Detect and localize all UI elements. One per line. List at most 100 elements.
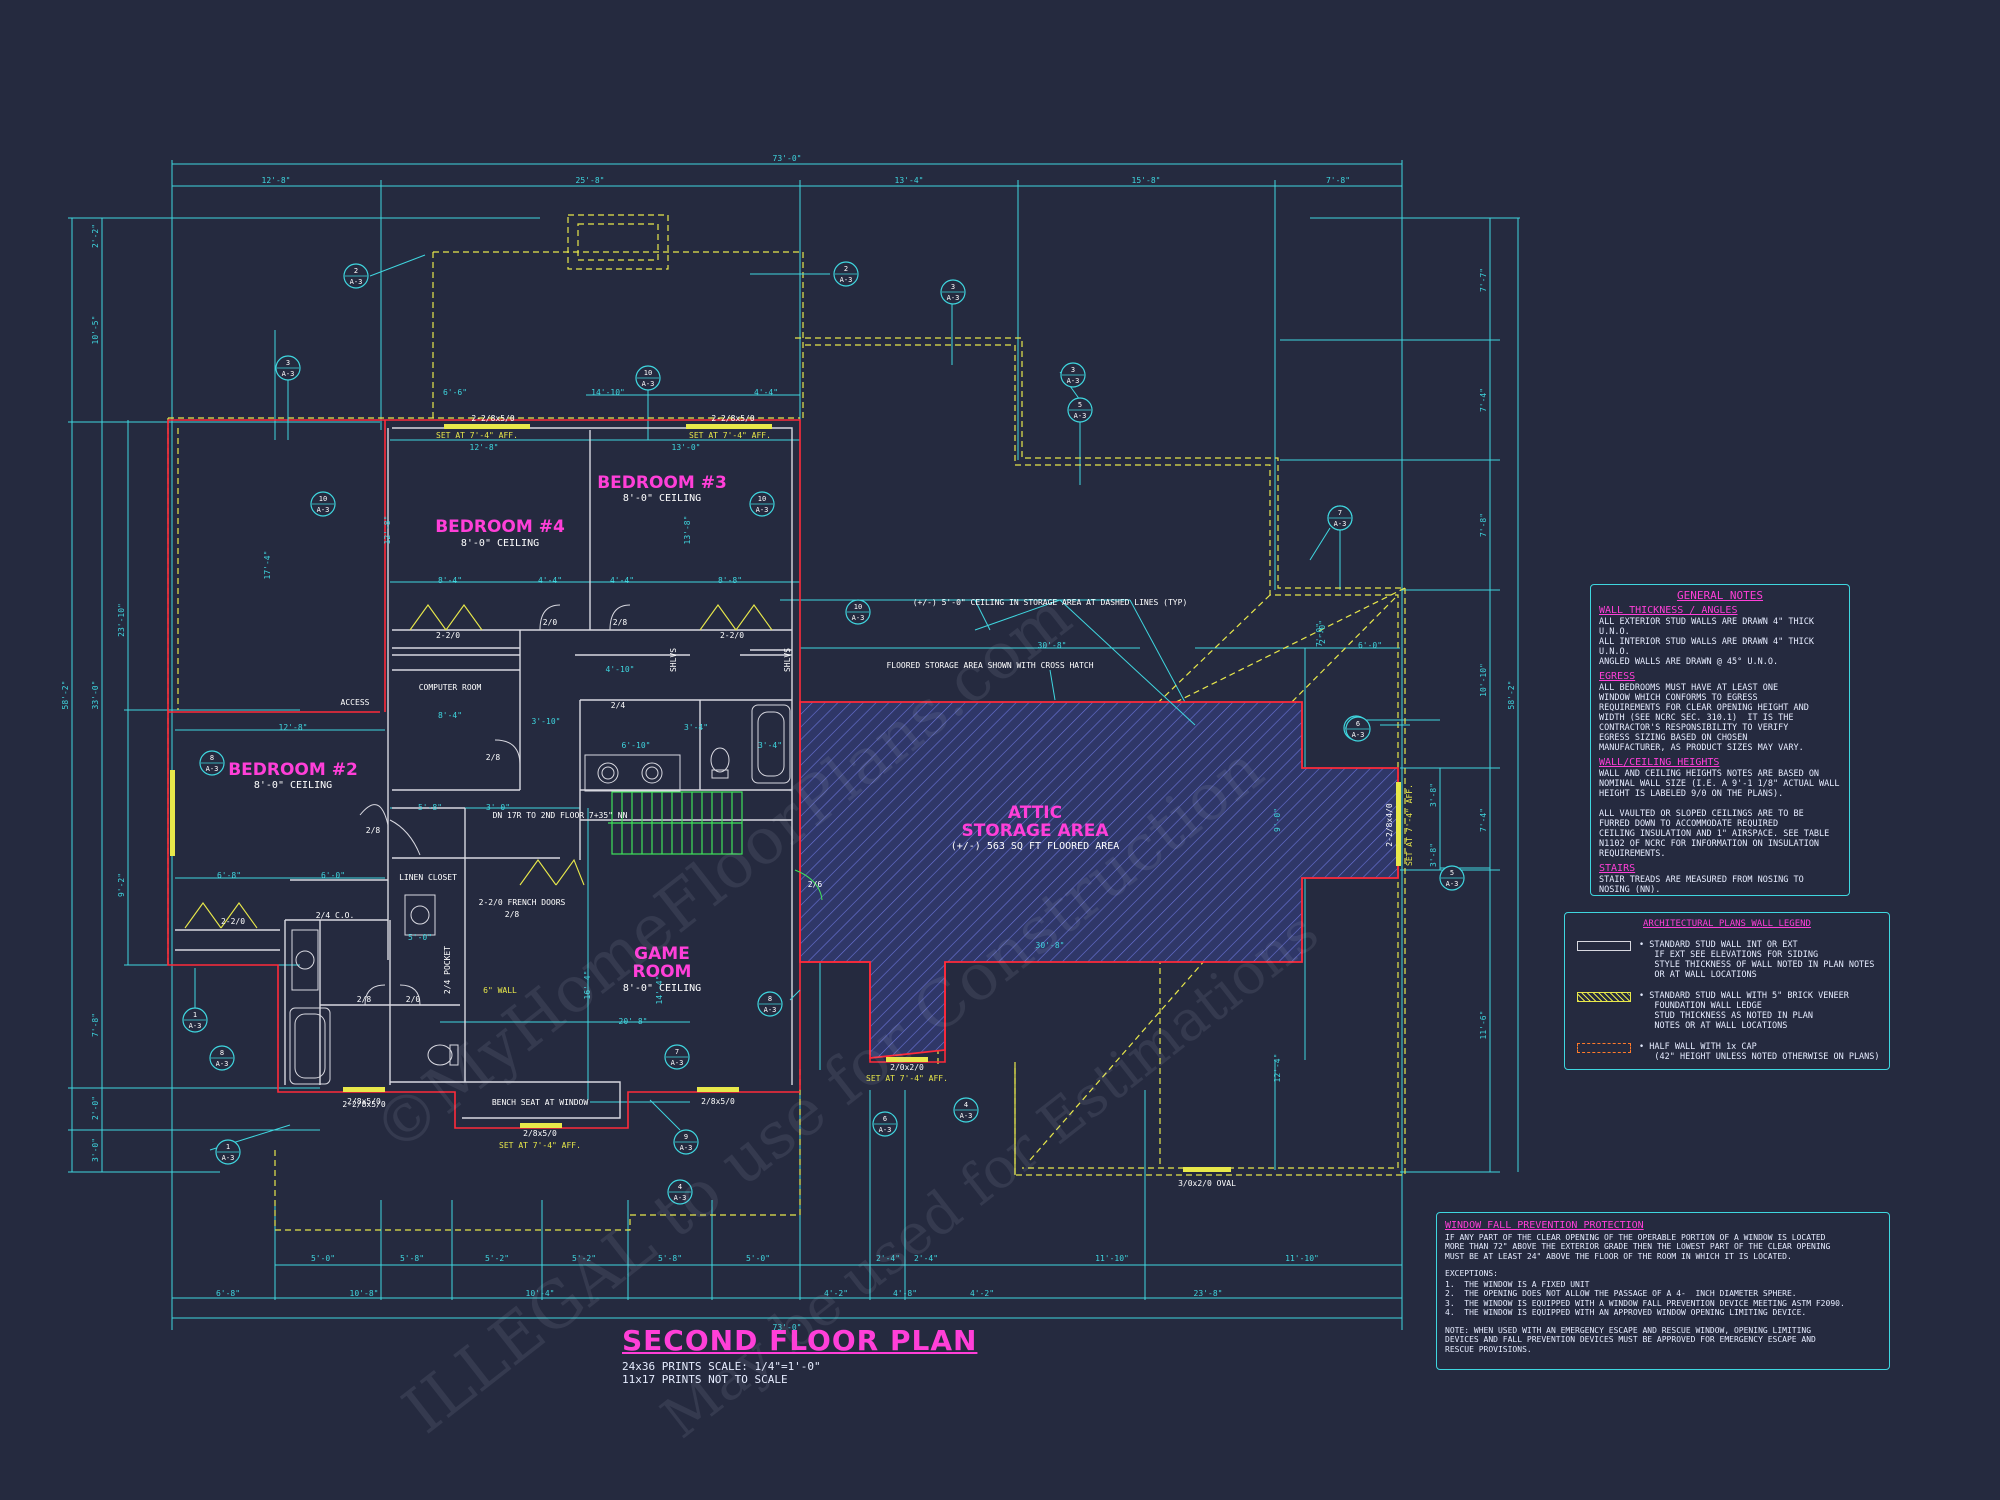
bubble-sheet: A-3 [350, 278, 363, 286]
dim-interior: 6'-6" [443, 388, 467, 397]
door-label: SHLVS [783, 648, 792, 672]
section-bubble: 10A-3 [749, 491, 775, 517]
fixtures [289, 704, 791, 1085]
legend-text-brick: • STANDARD STUD WALL WITH 5" BRICK VENEE… [1639, 991, 1849, 1031]
dim-interior: 5'-0" [408, 933, 432, 942]
dim-top-segment: 13'-4" [895, 176, 924, 185]
notes-egress-body: ALL BEDROOMS MUST HAVE AT LEAST ONE WIND… [1599, 683, 1809, 753]
dim-bottom-segment-2: 5'-0" [746, 1254, 770, 1263]
section-bubble: 7A-3 [664, 1044, 690, 1070]
room-game-2: ROOM [633, 962, 692, 982]
bubble-number: 5 [1078, 401, 1082, 409]
right-window-set-label: SET AT 7'-4" AFF. [1405, 784, 1414, 866]
dim-bottom-segment: 4'-2" [970, 1289, 994, 1298]
bubble-number: 3 [1071, 366, 1075, 374]
door-label: 2-2/0 [720, 631, 744, 640]
bubble-number: 2 [354, 267, 358, 275]
bubble-sheet: A-3 [642, 380, 655, 388]
dim-top-segment: 25'-8" [576, 176, 605, 185]
fall-prevention-intro: IF ANY PART OF THE CLEAR OPENING OF THE … [1445, 1232, 1831, 1261]
dim-interior: 30'-8" [1036, 941, 1065, 950]
bubble-sheet: A-3 [947, 294, 960, 302]
fall-prevention-exceptions: 1. THE WINDOW IS A FIXED UNIT 2. THE OPE… [1445, 1279, 1845, 1318]
dimension-texts: 73'-0"12'-8"25'-8"13'-4"15'-8"7'-8"73'-0… [61, 154, 1516, 1332]
bubble-number: 10 [319, 495, 327, 503]
dim-interior: 3'-0" [486, 803, 510, 812]
dim-interior: 30'-8" [1038, 641, 1067, 650]
section-bubble: 10A-3 [310, 491, 336, 517]
legend-text-half: • HALF WALL WITH 1x CAP (42" HEIGHT UNLE… [1639, 1042, 1880, 1062]
dim-top-segment: 15'-8" [1132, 176, 1161, 185]
bottom-window-1-label: 2/8x5/0 [347, 1097, 381, 1106]
door-label: 2/4 [611, 701, 626, 710]
bubble-number: 6 [883, 1115, 887, 1123]
dim-left-segment: 10'-5" [91, 316, 100, 345]
dimension-lines [68, 160, 1520, 1330]
notes-wall-title: WALL THICKNESS / ANGLES [1599, 605, 1738, 616]
room-bedroom-2-ceiling: 8'-0" CEILING [254, 780, 332, 791]
bubble-number: 8 [220, 1049, 224, 1057]
door-label: 2/0 [406, 995, 421, 1004]
fall-prevention-exceptions-title: EXCEPTIONS: [1445, 1269, 1498, 1278]
bubble-number: 7 [675, 1048, 679, 1056]
drawing-title: SECOND FLOOR PLAN [622, 1324, 978, 1357]
fall-prevention-heading: WINDOW FALL PREVENTION PROTECTION [1445, 1220, 1644, 1231]
dim-bottom-segment-2: 2'-4" [914, 1254, 938, 1263]
dim-left-segment: 9'-2" [117, 873, 126, 897]
window-size-1: 2-2/8x5/0 [471, 414, 515, 423]
room-bedroom-4: BEDROOM #4 [435, 517, 565, 537]
bottom-window-2-label: 2/8x5/0 [701, 1097, 735, 1106]
section-bubble: 2A-3 [343, 263, 369, 289]
legend-row-brick: • STANDARD STUD WALL WITH 5" BRICK VENEE… [1571, 990, 1883, 1031]
bubble-sheet: A-3 [216, 1060, 229, 1068]
general-notes-heading: GENERAL NOTES [1676, 589, 1764, 602]
door-label: 2/4 C.O. [316, 911, 355, 920]
bench-window-label: 2/8x5/0 [523, 1129, 557, 1138]
door-label: 2-2/8x5/0 [342, 1100, 386, 1109]
door-label: SHLVS [669, 648, 678, 672]
window-note-2: SET AT 7'-4" AFF. [689, 431, 771, 440]
bubble-number: 3 [951, 283, 955, 291]
section-bubble: 5A-3 [1439, 865, 1465, 891]
dim-left-segment: 33'-0" [91, 681, 100, 710]
legend-swatch-standard [1577, 941, 1631, 951]
bubble-number: 6 [1356, 720, 1360, 728]
dim-interior: 4'-4" [610, 576, 634, 585]
bubble-number: 4 [964, 1101, 968, 1109]
bubble-number: 1 [226, 1143, 230, 1151]
bench-seat-label: BENCH SEAT AT WINDOW [492, 1098, 589, 1107]
bubble-sheet: A-3 [1352, 731, 1365, 739]
bubble-sheet: A-3 [222, 1154, 235, 1162]
section-bubble: 4A-3 [953, 1097, 979, 1123]
room-game: GAME [634, 944, 690, 964]
dim-interior: 3'-4" [684, 723, 708, 732]
dim-bottom-segment-2: 2'-4" [876, 1254, 900, 1263]
dim-interior: 14'-4" [655, 976, 664, 1005]
window-note-1: SET AT 7'-4" AFF. [436, 431, 518, 440]
dim-overall-bottom: 73'-0" [773, 1323, 802, 1332]
section-bubble: 6A-3 [872, 1111, 898, 1137]
room-attic-area: (+/-) 563 SQ FT FLOORED AREA [951, 841, 1120, 852]
bubble-sheet: A-3 [840, 276, 853, 284]
notes-heights-title: WALL/CEILING HEIGHTS [1599, 757, 1720, 768]
bubble-sheet: A-3 [852, 614, 865, 622]
section-bubble: 7A-3 [1327, 505, 1353, 531]
dim-bottom-segment: 4'-2" [824, 1289, 848, 1298]
bubble-number: 4 [678, 1183, 682, 1191]
bubble-sheet: A-3 [317, 506, 330, 514]
dim-interior: 3'-10" [532, 717, 561, 726]
dim-bottom-segment-2: 5'-2" [572, 1254, 596, 1263]
dim-interior: 7'-0" [1315, 623, 1324, 647]
bubble-sheet: A-3 [764, 1006, 777, 1014]
room-bedroom-3: BEDROOM #3 [597, 473, 727, 493]
room-attic-2: STORAGE AREA [961, 821, 1109, 841]
bubble-number: 8 [768, 995, 772, 1003]
dim-interior: 4'-10" [606, 665, 635, 674]
dim-bottom-segment-2: 5'-8" [400, 1254, 424, 1263]
bubble-number: 7 [1338, 509, 1342, 517]
bubble-sheet: A-3 [1334, 520, 1347, 528]
bubble-number: 10 [854, 603, 862, 611]
bubble-number: 9 [684, 1133, 688, 1141]
legend-row-half: • HALF WALL WITH 1x CAP (42" HEIGHT UNLE… [1571, 1041, 1883, 1062]
